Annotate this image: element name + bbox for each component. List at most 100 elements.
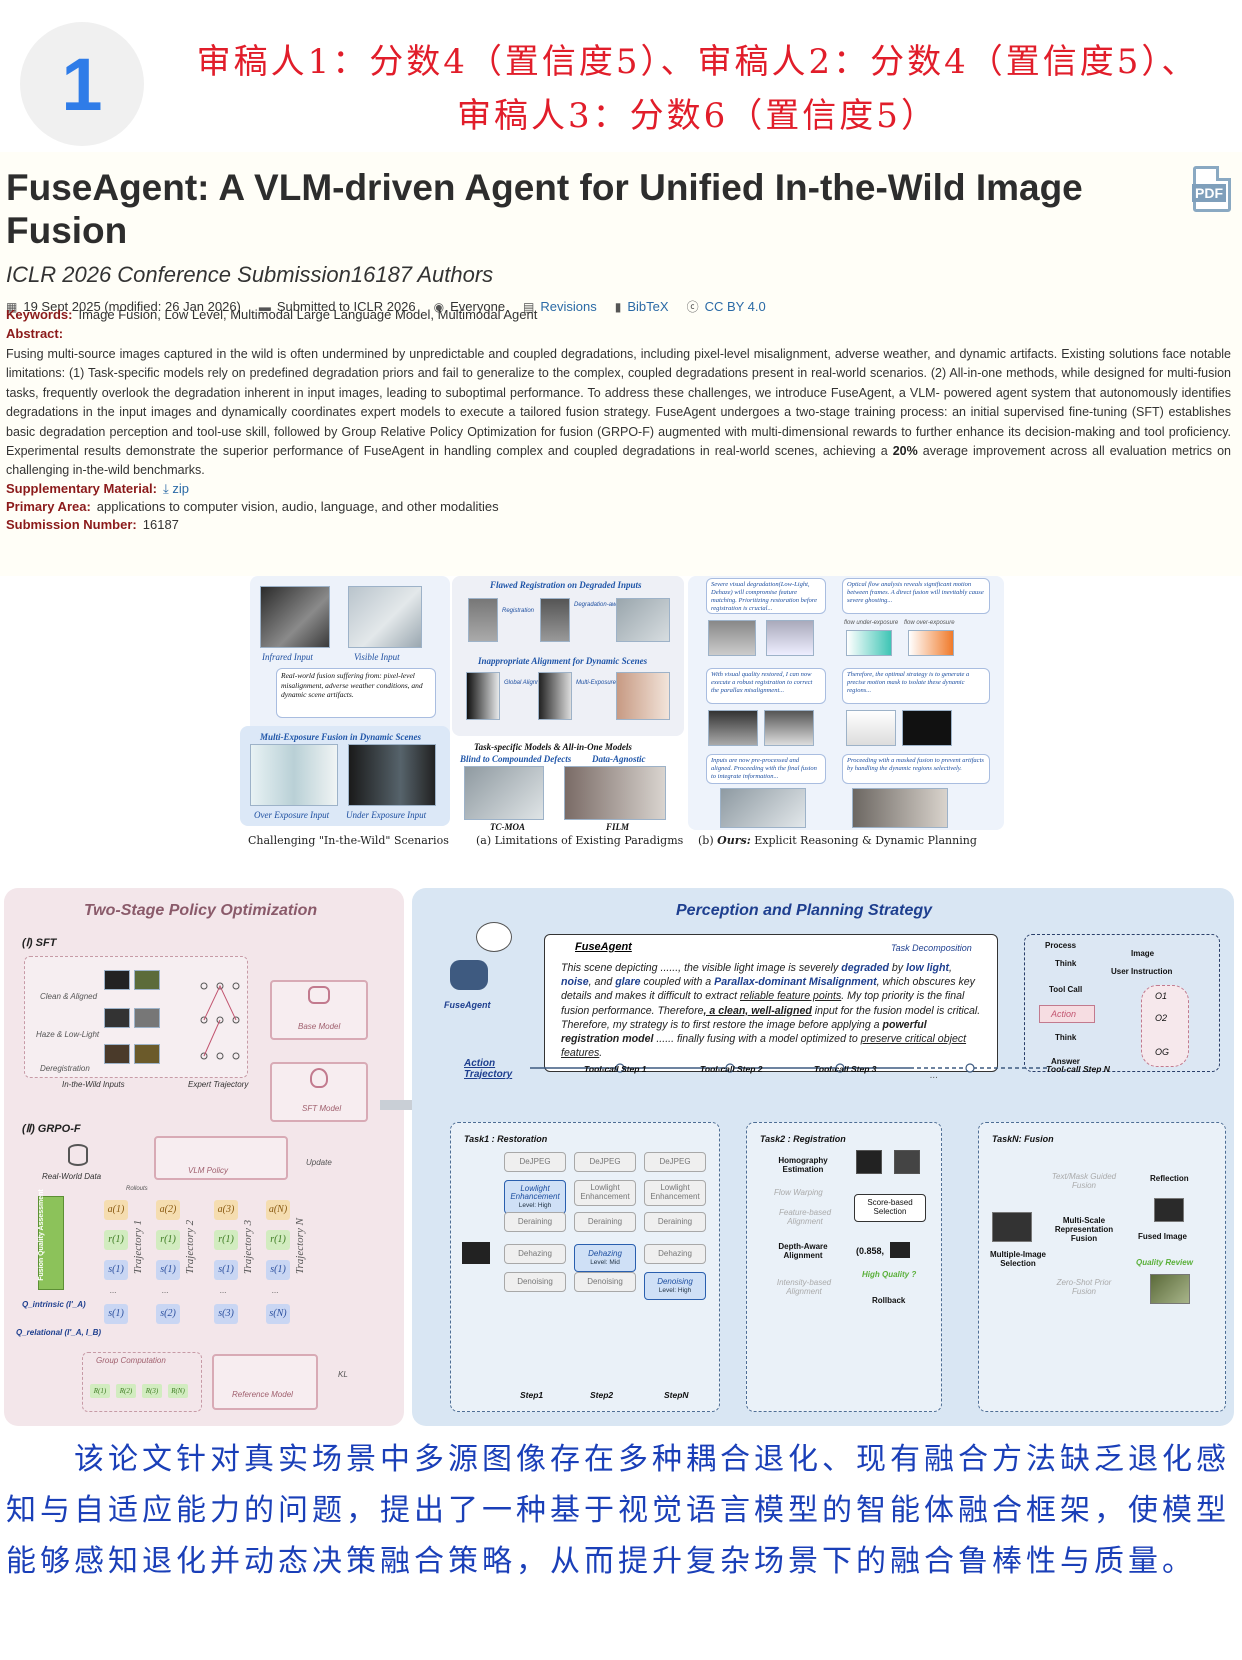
- eye-icon: ◉: [433, 299, 445, 314]
- task1-step1: Step1: [520, 1390, 544, 1400]
- abstract-label-row: Abstract:: [6, 326, 69, 341]
- under-exposure-label: Under Exposure Input: [346, 810, 427, 820]
- group-reward-token: R(3): [142, 1384, 162, 1398]
- teaser-figure: Infrared Input Visible Input Real-world …: [240, 576, 1012, 876]
- over-exposure-label: Over Exposure Input: [254, 810, 330, 820]
- action-token: a(2): [156, 1200, 180, 1220]
- real-data-label: Real-World Data: [42, 1172, 102, 1181]
- base-model-box: [270, 980, 368, 1040]
- reg-candidate-2: [894, 1150, 920, 1174]
- tool-option-box: Deraining: [504, 1212, 566, 1232]
- folder-icon: ▬: [258, 299, 271, 314]
- primary-area-row: Primary Area:applications to computer vi…: [6, 499, 499, 514]
- task2-title: Task2 : Registration: [760, 1134, 846, 1144]
- meta-readers: ◉Everyone: [434, 299, 505, 314]
- film-image: [564, 766, 666, 820]
- base-model-label: Base Model: [298, 1022, 341, 1031]
- registration-label: Registration: [502, 608, 535, 614]
- desc-seg-17: ...... finally fusing with a model optim…: [653, 1033, 861, 1046]
- fqa-box: [38, 1196, 64, 1290]
- two-stage-title: Two-Stage Policy Optimization: [84, 902, 318, 919]
- token-ellipsis: ...: [110, 1286, 117, 1295]
- output-o2: O2: [1155, 1013, 1168, 1023]
- supplementary-label: Supplementary Material:: [6, 481, 157, 496]
- desc-seg-3: by: [888, 962, 907, 974]
- selected-tool-label: Dehazing: [588, 1249, 622, 1259]
- bibtex-text[interactable]: BibTeX: [627, 299, 669, 314]
- film-label: FILM: [606, 822, 630, 832]
- vlm-policy-box: [154, 1136, 288, 1180]
- meta-row: ▦19 Sept 2025 (modified: 26 Jan 2026) ▬S…: [6, 298, 784, 315]
- outputs-column: [1141, 985, 1189, 1067]
- trajectory-label: Trajectory 1: [132, 1219, 144, 1274]
- taskn-panel: [978, 1122, 1226, 1412]
- think-label-2: Think: [1055, 1033, 1077, 1042]
- abstract-text: Fusing multi-source images captured in t…: [6, 345, 1231, 481]
- database-icon: [68, 1144, 88, 1166]
- caption-right-rest: Explicit Reasoning & Dynamic Planning: [750, 834, 977, 847]
- group-computation-box: [82, 1352, 202, 1412]
- haze-label: Haze & Low-Light: [36, 1030, 100, 1039]
- tool-option-box: DeJPEG: [574, 1152, 636, 1172]
- selected-tool-label: Lowlight Enhancement: [510, 1183, 560, 1202]
- infrared-image: [260, 586, 330, 648]
- state-token: s(1): [104, 1260, 128, 1280]
- task1-input-image: [462, 1242, 490, 1264]
- method-figure: Two-Stage Policy Optimization (Ⅰ) SFT Cl…: [0, 882, 1242, 1430]
- quality-review-label: Quality Review: [1136, 1258, 1193, 1267]
- desc-seg-1: This scene depicting ......, the visible…: [561, 962, 842, 974]
- pdf-label: PDF: [1192, 184, 1226, 202]
- pdf-icon[interactable]: PDF: [1192, 166, 1231, 212]
- q-intrinsic: Q_intrinsic (I'_A): [22, 1300, 86, 1309]
- homography-label: Homography Estimation: [778, 1156, 828, 1174]
- desc-title: FuseAgent: [575, 941, 632, 953]
- revisions-text[interactable]: Revisions: [540, 299, 597, 314]
- action-label: Action: [1051, 1009, 1077, 1019]
- desc-seg-8: glare: [615, 976, 641, 989]
- robot-icon: [308, 986, 330, 1004]
- reward-token: r(1): [266, 1230, 290, 1250]
- expert-label: Expert Trajectory: [188, 1080, 249, 1089]
- tool-call-label: Tool Call: [1049, 985, 1083, 994]
- paper-title[interactable]: FuseAgent: A VLM-driven Agent for Unifie…: [6, 167, 1083, 251]
- action-trajectory-line: [530, 1063, 1050, 1073]
- license-text[interactable]: CC BY 4.0: [704, 299, 766, 314]
- multi-sel-label: Multiple-Image Selection: [989, 1250, 1046, 1268]
- meta-venue-text: Submitted to ICLR 2026: [276, 299, 416, 314]
- intensity-align-label: Intensity-based Alignment: [776, 1278, 832, 1296]
- registration-image-2: [764, 710, 814, 746]
- desc-seg-19: .: [599, 1047, 603, 1060]
- high-quality-label: High Quality ?: [862, 1270, 917, 1279]
- agent-robot-icon: [450, 960, 488, 990]
- keywords-row: Keywords:Image Fusion, Low Level, Multim…: [6, 307, 537, 322]
- rollback-label: Rollback: [872, 1296, 906, 1305]
- user-instr-label: User Instruction: [1111, 967, 1173, 976]
- action-traj-label: Action Trajectory: [464, 1058, 513, 1080]
- abstract-part2: average improvement across all evaluatio…: [6, 444, 1231, 478]
- revisions-link[interactable]: ▤Revisions: [523, 299, 597, 314]
- tool-option-box: DeJPEG: [644, 1152, 706, 1172]
- reference-model-box: [212, 1354, 318, 1410]
- group-reward-token: R(2): [116, 1384, 136, 1398]
- panel-arrow: [380, 1100, 420, 1110]
- tool-level-label: Level: High: [658, 1286, 692, 1294]
- tcmoa-image: [464, 766, 544, 820]
- supplementary-zip-link[interactable]: zip: [172, 481, 189, 496]
- tool-level-label: Level: High: [518, 1202, 552, 1210]
- infrared-label: Infrared Input: [262, 652, 313, 662]
- perception-title: Perception and Planning Strategy: [676, 902, 933, 919]
- desc-seg-10: Parallax-dominant Misalignment: [714, 976, 877, 989]
- desc-seg-4: low light: [906, 962, 950, 974]
- dereg-sample-1: [104, 1044, 130, 1064]
- score-thumb: [890, 1242, 910, 1258]
- clean-label: Clean & Aligned: [40, 992, 98, 1001]
- submission-number-label: Submission Number:: [6, 517, 137, 532]
- group-reward-token: R(1): [90, 1384, 110, 1398]
- keywords-value: Image Fusion, Low Level, Multimodal Larg…: [78, 307, 538, 322]
- agnostic-label: Data-Agnostic: [592, 754, 646, 764]
- caption-left: Challenging "In-the-Wild" Scenarios: [248, 834, 449, 847]
- motion-mask-image: [902, 710, 952, 746]
- bibtex-link[interactable]: ▮BibTeX: [615, 299, 669, 314]
